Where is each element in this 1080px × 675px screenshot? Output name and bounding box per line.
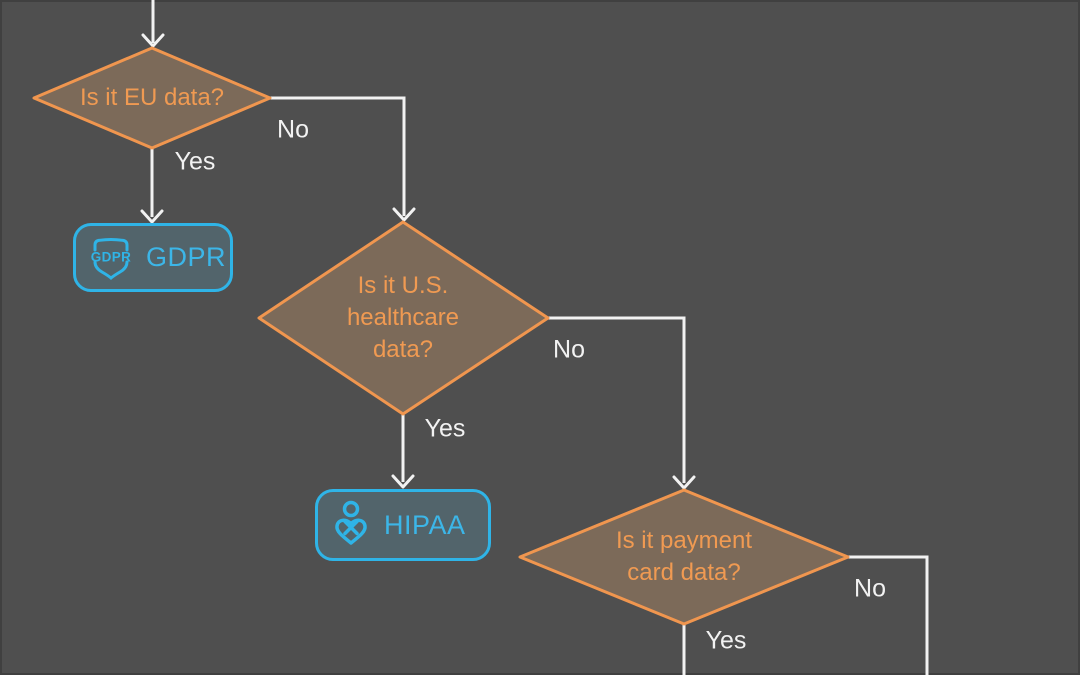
decision-us-healthcare-data — [257, 220, 550, 416]
edge-healthcare-yes — [391, 414, 415, 489]
terminal-hipaa: HIPAA — [315, 489, 491, 561]
edge-label-eu-yes: Yes — [174, 147, 216, 176]
edge-payment-no — [848, 555, 929, 675]
decision-eu-data — [32, 46, 272, 150]
gdpr-badge-text: GDPR — [91, 249, 132, 264]
edge-label-payment-no: No — [854, 574, 886, 603]
decision-payment-card-data — [518, 488, 850, 626]
edge-eu-no — [270, 96, 416, 222]
edge-start — [141, 0, 165, 48]
terminal-gdpr: GDPR GDPR — [73, 223, 233, 292]
edge-healthcare-no — [548, 316, 696, 490]
edge-label-eu-no: No — [277, 115, 309, 144]
terminal-gdpr-label: GDPR — [146, 242, 227, 272]
edge-label-payment-yes: Yes — [705, 626, 747, 655]
edge-label-healthcare-yes: Yes — [424, 414, 466, 443]
gdpr-shield-icon: GDPR — [91, 237, 132, 280]
edge-eu-yes — [140, 148, 164, 224]
edge-label-healthcare-no: No — [553, 335, 585, 364]
person-heart-icon — [335, 500, 367, 545]
terminal-hipaa-label: HIPAA — [384, 509, 466, 540]
